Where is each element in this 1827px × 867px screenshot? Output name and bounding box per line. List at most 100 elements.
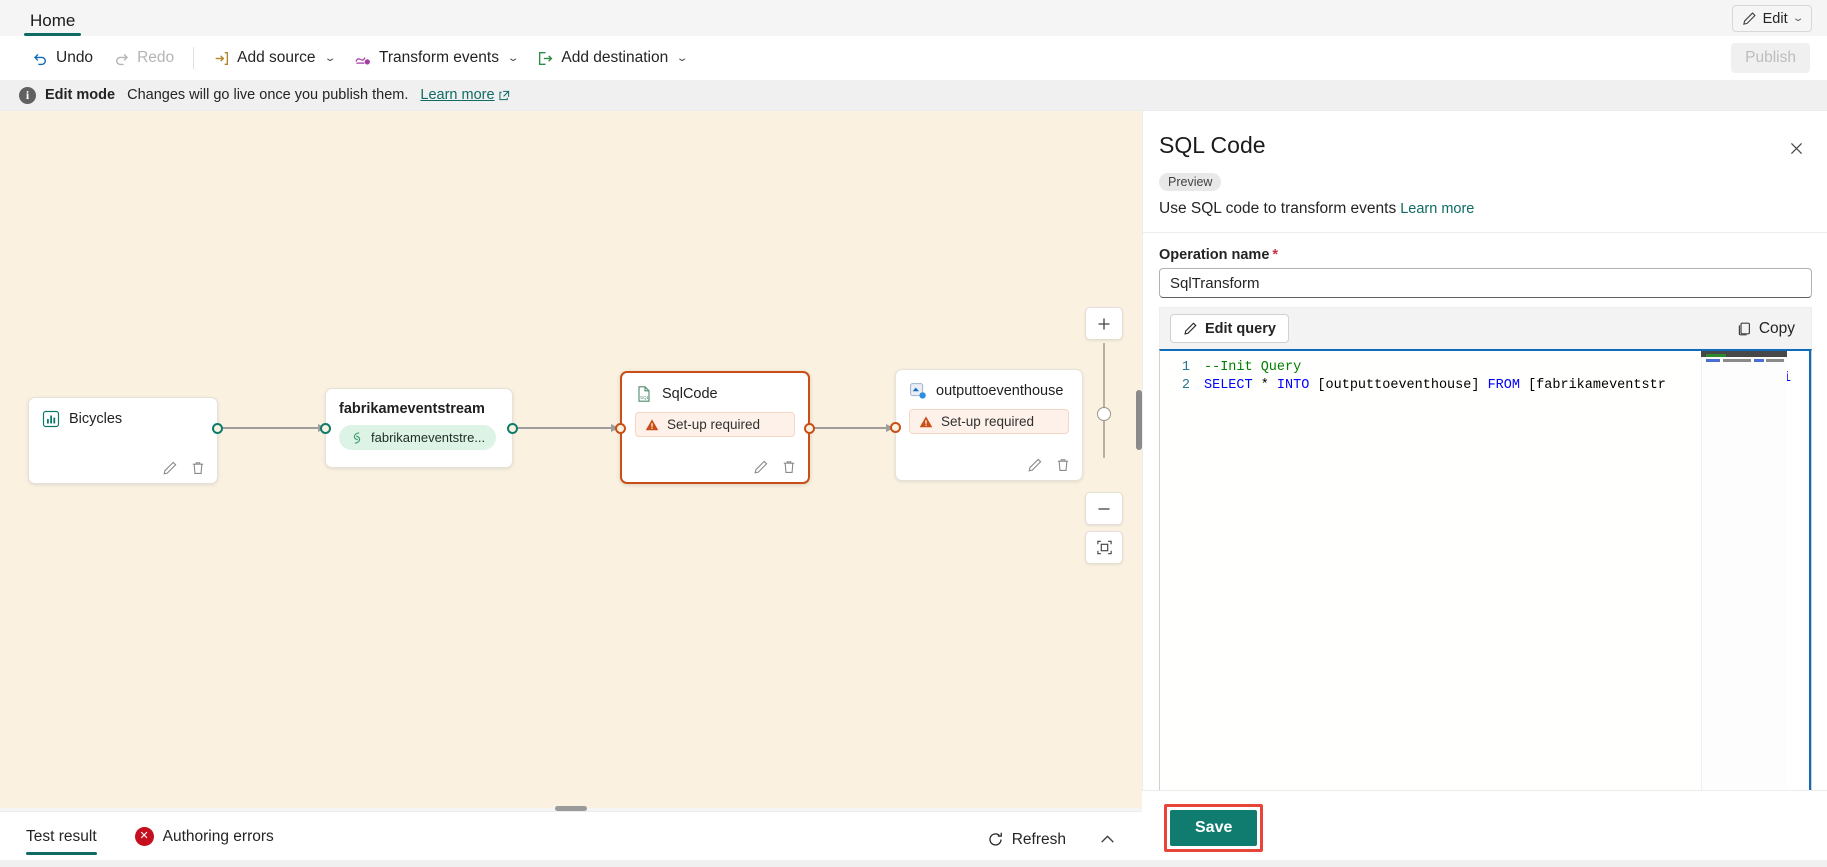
minimap-line [1754,359,1764,362]
edit-icon[interactable] [753,459,769,475]
tab-home-label: Home [30,11,76,30]
editor-line[interactable]: 1 --Init Query [1160,360,1811,378]
transform-events-button[interactable]: Transform events ⌄ [344,42,527,74]
save-button[interactable]: Save [1170,810,1258,846]
sql-file-icon: SQL [635,385,653,403]
add-source-label: Add source [237,49,316,66]
editor-minimap[interactable] [1701,351,1787,867]
error-icon: ✕ [134,827,154,846]
eventstream-canvas[interactable]: Bicycles fabrikamevent [0,111,1142,808]
copy-icon [1736,321,1752,337]
panel-footer: Save [1142,790,1827,867]
edit-button-label: Edit [1762,10,1788,27]
edit-icon[interactable] [162,460,178,476]
add-source-button[interactable]: Add source ⌄ [203,42,344,74]
canvas-node-fabrikameventstream[interactable]: fabrikameventstream fabrikameventstre... [320,388,518,468]
tab-authoring-errors-label: Authoring errors [162,827,274,845]
node-output-port[interactable] [212,423,223,434]
zoom-in-button[interactable] [1085,307,1123,340]
publish-button: Publish [1731,43,1810,73]
node-output-port[interactable] [804,423,815,434]
node-input-port[interactable] [615,423,626,434]
node-actions [753,459,797,475]
editor-line-number: 2 [1181,378,1190,393]
zoom-slider[interactable] [1097,343,1111,458]
edit-mode-button[interactable]: Edit ⌄ [1731,5,1812,32]
ribbon-tabstrip: Home Edit ⌄ [0,0,1827,36]
canvas-node-bicycles[interactable]: Bicycles [28,397,223,484]
code-token: FROM [1487,378,1520,393]
info-icon: i [19,86,36,104]
edit-query-button[interactable]: Edit query [1170,314,1289,343]
edit-icon[interactable] [1027,457,1043,473]
panel-divider [1143,232,1827,233]
chevron-down-icon: ⌄ [506,52,520,64]
node-label: Bicycles [69,411,123,427]
panel-learn-more-link[interactable]: Learn more [1400,201,1475,217]
canvas-vertical-scrollbar[interactable] [1136,390,1142,450]
code-token: * [1252,378,1277,393]
redo-icon [113,50,130,67]
node-input-port[interactable] [890,422,901,433]
minimap-slider[interactable] [1701,351,1787,357]
redo-label: Redo [137,49,175,66]
editor-vertical-scrollbar[interactable] [1797,351,1811,867]
undo-button[interactable]: Undo [22,42,103,74]
tab-authoring-errors[interactable]: ✕ Authoring errors [134,827,274,852]
external-link-icon [498,90,510,101]
editor-focus-rail [1809,351,1811,867]
fit-to-view-button[interactable] [1085,531,1123,564]
node-status-badge: Set-up required [909,409,1069,434]
bottom-results-bar: Test result ✕ Authoring errors Refresh [0,811,1142,867]
undo-icon [32,50,49,67]
banner-learn-more-link[interactable]: Learn more [420,87,509,103]
refresh-button[interactable]: Refresh [987,831,1066,849]
node-actions [1027,457,1071,473]
operation-name-label: Operation name* [1159,247,1278,263]
node-title-row: outputtoeventhouse [896,370,1082,400]
panel-resize-handle[interactable] [0,805,1142,811]
eventstream-pill-label: fabrikameventstre... [371,430,486,445]
zoom-out-button[interactable] [1085,492,1123,525]
eventhouse-icon [909,382,927,400]
svg-text:SQL: SQL [640,395,650,400]
node-output-port[interactable] [507,423,518,434]
delete-icon[interactable] [781,459,797,475]
node-status-label: Set-up required [941,414,1035,429]
delete-icon[interactable] [190,460,206,476]
node-label: SqlCode [662,386,718,402]
minimap-line [1706,359,1720,362]
edge-sqlcode-to-eventhouse [813,424,894,431]
tab-test-result-label: Test result [26,827,97,845]
node-status-badge: Set-up required [635,412,795,437]
collapse-panel-button[interactable] [1098,830,1117,849]
editor-line[interactable]: 2 SELECT * INTO [outputtoeventhouse] FROM… [1160,378,1811,396]
node-status-label: Set-up required [667,417,761,432]
tab-test-result[interactable]: Test result [26,827,97,855]
refresh-icon [987,831,1004,848]
transform-events-icon [354,50,372,67]
close-icon[interactable] [1783,135,1809,161]
zoom-slider-thumb[interactable] [1097,407,1111,421]
delete-icon[interactable] [1055,457,1071,473]
editor-line-number: 1 [1181,360,1190,375]
eventstream-icon [350,431,364,445]
add-destination-button[interactable]: Add destination ⌄ [527,42,696,74]
banner-mode-label: Edit mode [45,87,116,103]
canvas-node-outputtoeventhouse[interactable]: outputtoeventhouse Set-up required [890,369,1083,481]
window-bottom-strip [0,860,1827,867]
code-token: SELECT [1204,378,1253,393]
tab-home[interactable]: Home [22,11,83,36]
editor-line-content: SELECT * INTO [outputtoeventhouse] FROM … [1204,378,1666,396]
canvas-node-sqlcode[interactable]: SQL SqlCode Set-up required [615,371,815,484]
code-token: --Init Query [1204,360,1302,375]
copy-button[interactable]: Copy [1730,316,1801,342]
preview-badge: Preview [1159,173,1222,191]
operation-name-input[interactable] [1159,268,1812,298]
editor-toolbar: Edit query Copy [1159,307,1812,349]
node-input-port[interactable] [320,423,331,434]
save-button-highlight: Save [1164,804,1264,852]
node-title-row: fabrikameventstream [326,389,512,417]
operation-name-label-text: Operation name [1159,247,1270,263]
sql-code-editor[interactable]: 1 --Init Query 2 SELECT * INTO [outputtoeve… [1159,349,1812,867]
